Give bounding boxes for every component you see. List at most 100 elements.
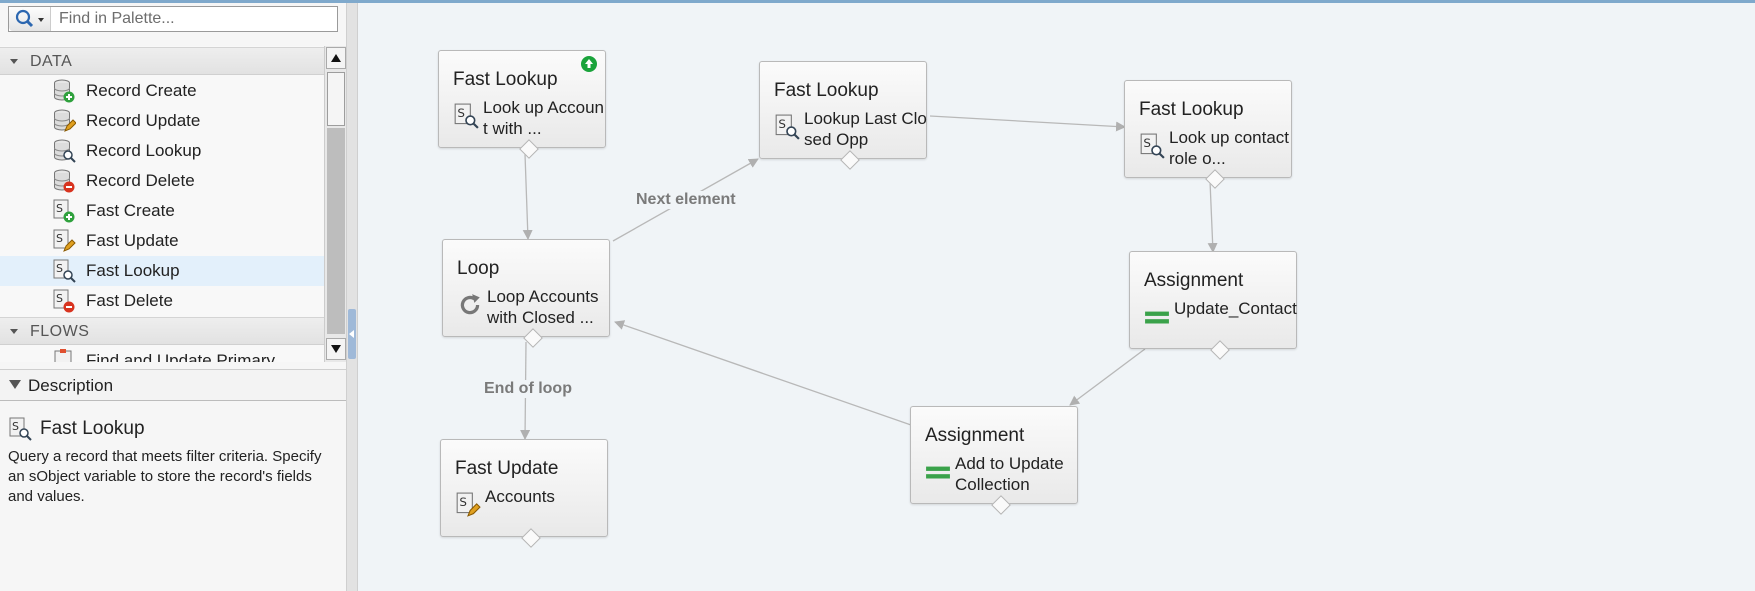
svg-text:S: S <box>56 292 63 305</box>
section-label: DATA <box>30 53 73 70</box>
flow-node-fast-update-accounts[interactable]: Fast Update S Accounts <box>440 439 608 548</box>
collapse-caret-icon <box>10 59 18 64</box>
palette-item-label: Record Lookup <box>86 141 202 160</box>
palette-search-input[interactable] <box>59 7 329 31</box>
palette-item-record-create[interactable]: Record Create <box>0 76 324 106</box>
arrow-up-icon <box>331 54 341 62</box>
description-header[interactable]: Description <box>0 369 346 401</box>
collapse-triangle-icon <box>9 380 21 389</box>
palette-list: DATA Record Create Record Update <box>0 46 324 362</box>
palette-item-label: Record Delete <box>86 171 195 190</box>
palette-item-label: Find and Update Primary... <box>86 351 288 362</box>
fast-lookup-icon: S <box>1140 133 1165 159</box>
description-header-label: Description <box>28 376 114 395</box>
flow-node-assignment-update-contact[interactable]: Assignment Update_Contact <box>1129 251 1297 360</box>
svg-text:S: S <box>56 262 63 275</box>
palette-item-fast-create[interactable]: S Fast Create <box>0 196 324 226</box>
section-header-data[interactable]: DATA <box>0 47 324 75</box>
svg-text:S: S <box>457 106 465 120</box>
edge-label-end-of-loop: End of loop <box>484 380 572 398</box>
fast-update-icon: S <box>53 229 76 252</box>
flow-node-fast-lookup-opp[interactable]: Fast Lookup S Lookup Last Closed Opp <box>759 61 927 170</box>
flow-node-assignment-add-collection[interactable]: Assignment Add to Update Collection <box>910 406 1078 515</box>
connector-lookup1-loop <box>522 153 533 240</box>
record-delete-icon <box>54 169 75 193</box>
flow-node-fast-lookup-account[interactable]: Fast Lookup S Look up Account with ... <box>438 50 606 159</box>
panel-splitter[interactable] <box>346 3 358 591</box>
connector-lookup2-lookup3 <box>929 115 1126 132</box>
search-icon <box>15 9 44 28</box>
node-type: Fast Lookup <box>453 69 558 90</box>
node-type: Fast Lookup <box>774 80 879 101</box>
palette-item-label: Record Update <box>86 111 201 130</box>
record-lookup-icon <box>54 139 76 163</box>
svg-text:S: S <box>56 202 63 215</box>
collapse-panel-handle[interactable] <box>348 309 356 359</box>
svg-text:S: S <box>778 117 786 131</box>
node-label: Accounts <box>485 487 555 506</box>
window-top-border <box>0 0 1755 3</box>
loop-icon <box>460 294 480 315</box>
palette-panel: DATA Record Create Record Update <box>0 3 346 591</box>
flow-node-fast-lookup-contact-role[interactable]: Fast Lookup S Look up contact role o... <box>1124 80 1292 189</box>
fast-lookup-icon: S <box>454 103 479 129</box>
node-label: Add to Update Collection <box>955 454 1064 494</box>
palette-item-flow[interactable]: Find and Update Primary... <box>0 346 324 362</box>
arrow-down-icon <box>331 345 341 353</box>
node-type: Assignment <box>925 425 1025 446</box>
palette-item-record-update[interactable]: Record Update <box>0 106 324 136</box>
node-type: Fast Update <box>455 458 559 479</box>
palette-item-fast-delete[interactable]: S Fast Delete <box>0 286 324 316</box>
palette-search <box>8 6 338 32</box>
edge-label-next-element: Next element <box>636 191 736 209</box>
connector-assign2-loop <box>614 320 912 426</box>
fast-update-icon: S <box>456 492 481 517</box>
node-label: Look up contact role o... <box>1169 128 1290 168</box>
node-label: Lookup Last Closed Opp <box>804 109 927 149</box>
assignment-icon <box>926 466 950 479</box>
node-type: Loop <box>457 258 500 279</box>
node-type: Fast Lookup <box>1139 99 1244 120</box>
fast-lookup-icon: S <box>775 114 800 140</box>
chevron-down-icon <box>38 18 44 22</box>
flow-canvas[interactable]: Next element End of loop Fast Lookup S L… <box>358 3 1755 591</box>
assignment-icon <box>1145 311 1169 324</box>
flow-node-loop[interactable]: Loop Loop Accounts with Closed ... <box>442 239 610 348</box>
record-create-icon <box>54 79 75 103</box>
connector-lookup3-assign1 <box>1207 180 1218 253</box>
scroll-up-button[interactable] <box>326 47 346 69</box>
palette-item-fast-update[interactable]: S Fast Update <box>0 226 324 256</box>
flow-icon <box>54 349 72 362</box>
fast-lookup-icon: S <box>9 417 32 441</box>
start-element-icon <box>581 56 597 72</box>
section-header-flows[interactable]: FLOWS <box>0 317 324 345</box>
palette-item-record-delete[interactable]: Record Delete <box>0 166 324 196</box>
palette-scrollbar[interactable] <box>324 46 346 362</box>
palette-item-fast-lookup[interactable]: S Fast Lookup <box>0 256 324 286</box>
description-title: Fast Lookup <box>40 418 145 439</box>
palette-item-record-lookup[interactable]: Record Lookup <box>0 136 324 166</box>
palette-item-label: Record Create <box>86 81 197 100</box>
fast-lookup-icon: S <box>53 259 76 283</box>
description-text: Query a record that meets filter criteri… <box>8 448 322 505</box>
node-label: Look up Account with ... <box>483 98 604 138</box>
fast-create-icon: S <box>53 199 75 223</box>
collapse-caret-icon <box>10 329 18 334</box>
fast-delete-icon: S <box>53 289 75 313</box>
svg-text:S: S <box>1143 136 1151 150</box>
scroll-track[interactable] <box>327 128 345 334</box>
palette-item-label: Fast Lookup <box>86 261 180 280</box>
node-type: Assignment <box>1144 270 1244 291</box>
palette-item-label: Fast Create <box>86 201 175 220</box>
palette-item-label: Fast Update <box>86 231 179 250</box>
search-options-button[interactable] <box>9 7 51 31</box>
palette-item-label: Fast Delete <box>86 291 173 310</box>
scroll-down-button[interactable] <box>326 338 346 360</box>
svg-text:S: S <box>12 420 19 433</box>
arrow-left-icon <box>349 330 354 338</box>
record-update-icon <box>54 109 76 132</box>
node-label: Update_Contact <box>1174 299 1297 318</box>
connector-assign1-assign2 <box>1069 348 1146 406</box>
svg-text:S: S <box>56 232 63 245</box>
scroll-thumb[interactable] <box>327 72 345 126</box>
